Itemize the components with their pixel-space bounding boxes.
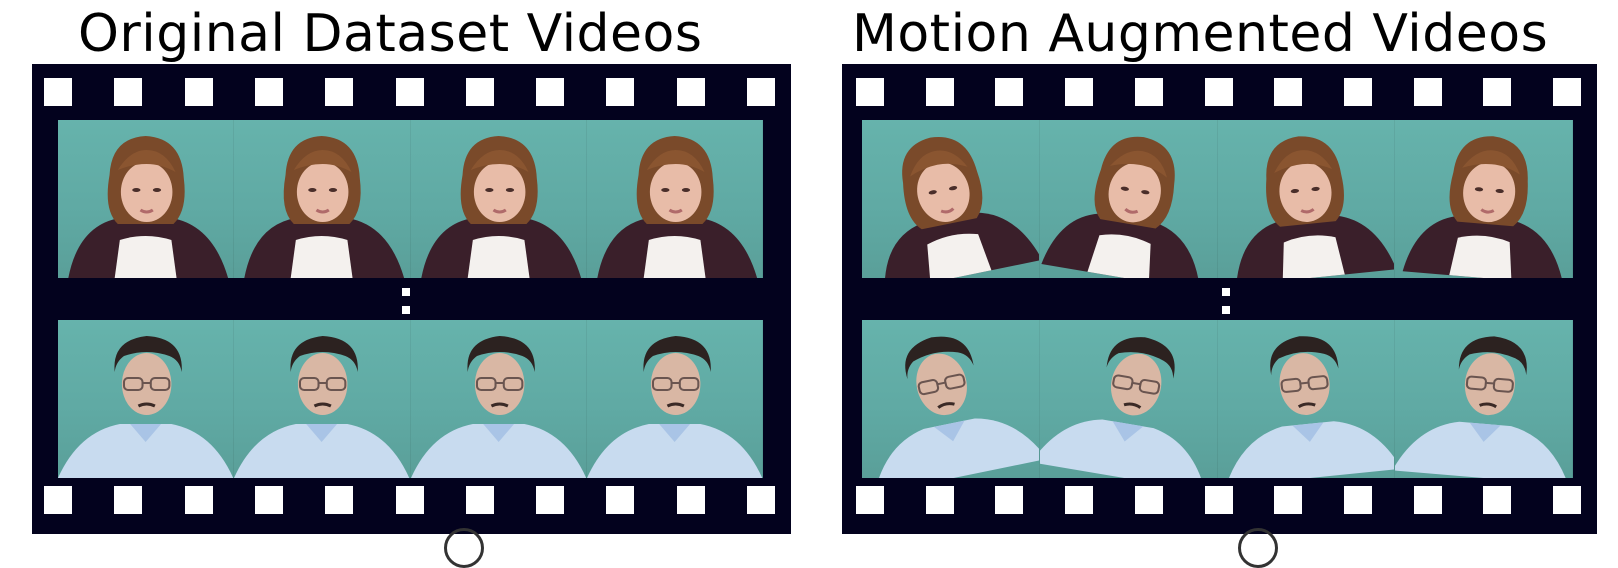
- film-perforation: [606, 78, 635, 106]
- partial-circle-icon: [444, 528, 484, 568]
- film-perforation: [1065, 486, 1094, 514]
- film-perforation: [925, 486, 954, 514]
- film-perforation: [1065, 78, 1094, 106]
- film-perforation: [856, 78, 884, 106]
- film-perforation: [1343, 78, 1372, 106]
- film-perforation: [1483, 78, 1512, 106]
- video-frame: [410, 120, 587, 278]
- partial-circle-icon: [1238, 528, 1278, 568]
- film-perforation: [1343, 486, 1372, 514]
- bottom-perforations: [32, 486, 791, 516]
- video-frame: [1039, 320, 1218, 478]
- video-frame: [1217, 320, 1396, 478]
- video-frame: [862, 120, 1040, 278]
- video-frame: [58, 120, 235, 278]
- film-perforation: [1413, 486, 1442, 514]
- video-frame: [1039, 120, 1218, 278]
- augmented-man-row: [862, 320, 1573, 478]
- video-frame: [862, 320, 1040, 478]
- film-perforation: [1483, 486, 1512, 514]
- vertical-ellipsis: [402, 288, 410, 314]
- original-filmstrip: [32, 64, 791, 534]
- video-frame: [1217, 120, 1396, 278]
- film-perforation: [1274, 78, 1303, 106]
- film-perforation: [925, 78, 954, 106]
- film-perforation: [606, 486, 635, 514]
- film-perforation: [395, 78, 424, 106]
- film-perforation: [114, 78, 143, 106]
- film-perforation: [465, 78, 494, 106]
- film-perforation: [747, 78, 775, 106]
- film-perforation: [995, 78, 1024, 106]
- film-perforation: [395, 486, 424, 514]
- original-woman-row: [58, 120, 763, 278]
- film-perforation: [1134, 486, 1163, 514]
- video-frame: [1395, 320, 1573, 478]
- original-man-row: [58, 320, 763, 478]
- top-perforations: [842, 78, 1597, 108]
- augmented-woman-row: [862, 120, 1573, 278]
- film-perforation: [465, 486, 494, 514]
- top-perforations: [32, 78, 791, 108]
- film-perforation: [254, 78, 283, 106]
- film-perforation: [536, 78, 565, 106]
- film-perforation: [184, 486, 213, 514]
- film-perforation: [676, 486, 705, 514]
- video-frame: [234, 320, 411, 478]
- original-videos-title: Original Dataset Videos: [78, 4, 703, 64]
- film-perforation: [747, 486, 775, 514]
- film-perforation: [1204, 486, 1233, 514]
- video-frame: [58, 320, 235, 478]
- video-frame: [586, 320, 763, 478]
- film-perforation: [1413, 78, 1442, 106]
- film-perforation: [676, 78, 705, 106]
- video-frame: [410, 320, 587, 478]
- augmented-videos-title: Motion Augmented Videos: [852, 4, 1549, 64]
- film-perforation: [1134, 78, 1163, 106]
- video-frame: [234, 120, 411, 278]
- film-perforation: [325, 78, 354, 106]
- bottom-perforations: [842, 486, 1597, 516]
- video-frame: [586, 120, 763, 278]
- film-perforation: [184, 78, 213, 106]
- film-perforation: [1553, 486, 1581, 514]
- film-perforation: [536, 486, 565, 514]
- film-perforation: [114, 486, 143, 514]
- film-perforation: [254, 486, 283, 514]
- film-perforation: [1204, 78, 1233, 106]
- vertical-ellipsis: [1222, 288, 1230, 314]
- film-perforation: [1274, 486, 1303, 514]
- augmented-filmstrip: [842, 64, 1597, 534]
- film-perforation: [856, 486, 884, 514]
- film-perforation: [1553, 78, 1581, 106]
- film-perforation: [44, 486, 72, 514]
- video-frame: [1395, 120, 1573, 278]
- film-perforation: [325, 486, 354, 514]
- film-perforation: [995, 486, 1024, 514]
- film-perforation: [44, 78, 72, 106]
